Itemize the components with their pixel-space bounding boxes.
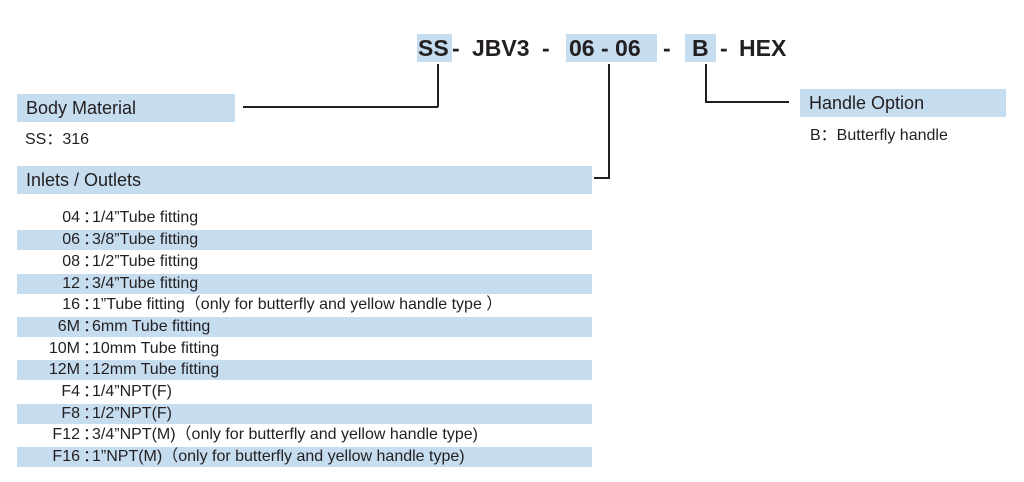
row-separator: ： bbox=[83, 275, 100, 292]
row-description: 3/4”Tube fitting bbox=[92, 275, 199, 292]
part-seg-ports-text: 06 - 06 bbox=[569, 35, 641, 61]
connector-ports-vertical bbox=[608, 64, 610, 178]
row-code: F4 bbox=[61, 383, 80, 400]
row-code: 10M bbox=[48, 340, 80, 357]
row-separator: ： bbox=[83, 383, 100, 400]
row-separator: ： bbox=[83, 448, 100, 465]
row-description: 1”Tube fitting（only for butterfly and ye… bbox=[92, 296, 503, 313]
part-seg-material: SS bbox=[417, 34, 452, 62]
table-row: 6M ： 6mm Tube fitting bbox=[17, 317, 592, 337]
table-row: 08 ： 1/2”Tube fitting bbox=[17, 252, 592, 272]
part-dash-2: - bbox=[542, 35, 550, 61]
part-seg-ports: 06 - 06 bbox=[566, 34, 657, 62]
row-code: 6M bbox=[57, 318, 80, 335]
part-seg-end: HEX bbox=[739, 35, 787, 61]
table-row: 10M ： 10mm Tube fitting bbox=[17, 339, 592, 359]
row-description: 3/8”Tube fitting bbox=[92, 231, 199, 248]
row-description: 10mm Tube fitting bbox=[92, 340, 220, 357]
row-code: 06 bbox=[62, 231, 80, 248]
row-description: 1/4”NPT(F) bbox=[92, 383, 172, 400]
row-description: 1/4”Tube fitting bbox=[92, 209, 199, 226]
row-code: 12 bbox=[62, 275, 80, 292]
row-code: F8 bbox=[61, 405, 80, 422]
table-row: F8 ： 1/2”NPT(F) bbox=[17, 404, 592, 424]
row-code: 04 bbox=[62, 209, 80, 226]
connector-handle-vertical bbox=[705, 64, 707, 102]
row-separator: ： bbox=[83, 296, 100, 313]
row-code: F12 bbox=[52, 426, 80, 443]
connector-ports-horizontal bbox=[594, 177, 610, 179]
part-seg-material-text: SS bbox=[418, 35, 449, 61]
row-separator: ： bbox=[83, 405, 100, 422]
handle-option-header: Handle Option bbox=[800, 89, 1006, 117]
table-row: 04 ： 1/4”Tube fitting bbox=[17, 208, 592, 228]
table-row: 06 ： 3/8”Tube fitting bbox=[17, 230, 592, 250]
table-row: 12M ： 12mm Tube fitting bbox=[17, 360, 592, 380]
table-row: 12 ： 3/4”Tube fitting bbox=[17, 274, 592, 294]
row-description: 6mm Tube fitting bbox=[92, 318, 211, 335]
row-separator: ： bbox=[83, 231, 100, 248]
inlets-outlets-header: Inlets / Outlets bbox=[17, 166, 592, 194]
part-seg-series: JBV3 bbox=[472, 35, 530, 61]
body-material-value: SS：316 bbox=[25, 131, 90, 148]
row-code: 08 bbox=[62, 253, 80, 270]
table-row: F16 ： 1”NPT(M)（only for butterfly and ye… bbox=[17, 447, 592, 467]
part-seg-handle: B bbox=[685, 34, 716, 62]
row-separator: ： bbox=[83, 253, 100, 270]
part-dash-3: - bbox=[663, 35, 671, 61]
row-code: 16 bbox=[62, 296, 80, 313]
row-description: 1”NPT(M)（only for butterfly and yellow h… bbox=[92, 448, 465, 465]
part-dash-1: - bbox=[452, 35, 460, 61]
row-description: 1/2”NPT(F) bbox=[92, 405, 172, 422]
table-row: F4 ： 1/4”NPT(F) bbox=[17, 382, 592, 402]
connector-handle-horizontal bbox=[705, 101, 789, 103]
body-material-header: Body Material bbox=[17, 94, 235, 122]
connector-material-vertical bbox=[437, 64, 439, 107]
row-separator: ： bbox=[83, 426, 100, 443]
table-row: 16 ： 1”Tube fitting（only for butterfly a… bbox=[17, 295, 592, 315]
connector-material-horizontal bbox=[243, 106, 438, 108]
row-description: 12mm Tube fitting bbox=[92, 361, 220, 378]
table-row: F12 ： 3/4”NPT(M)（only for butterfly and … bbox=[17, 425, 592, 445]
part-dash-4: - bbox=[720, 35, 728, 61]
row-separator: ： bbox=[83, 209, 100, 226]
part-seg-handle-text: B bbox=[692, 35, 709, 61]
row-description: 1/2”Tube fitting bbox=[92, 253, 199, 270]
row-code: F16 bbox=[52, 448, 80, 465]
row-description: 3/4”NPT(M)（only for butterfly and yellow… bbox=[92, 426, 478, 443]
row-code: 12M bbox=[48, 361, 80, 378]
handle-option-value: B：Butterfly handle bbox=[810, 127, 948, 144]
row-separator: ： bbox=[83, 361, 100, 378]
row-separator: ： bbox=[83, 318, 100, 335]
row-separator: ： bbox=[83, 340, 100, 357]
